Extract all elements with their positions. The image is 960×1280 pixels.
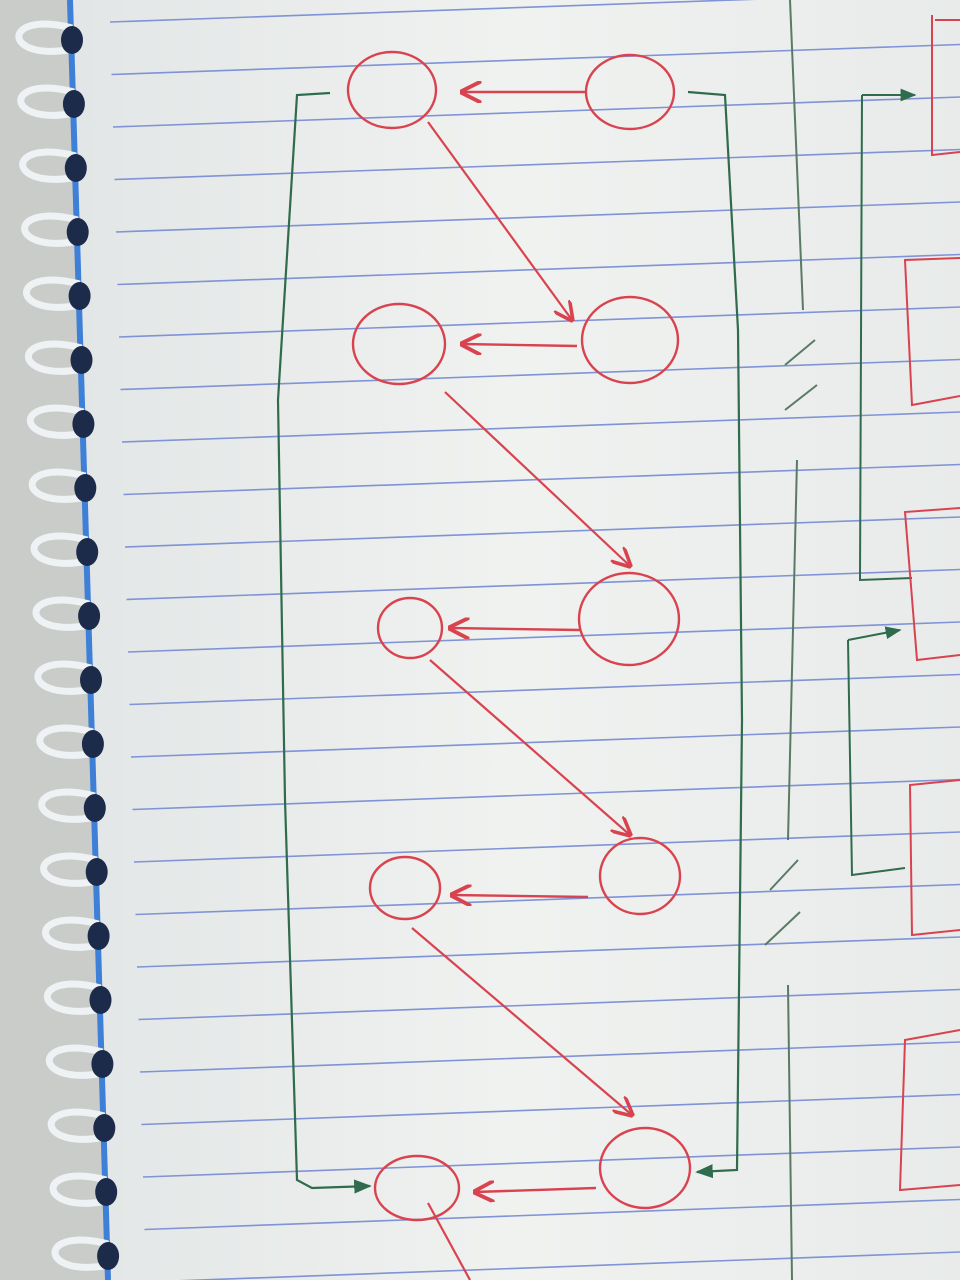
ruled-line <box>136 936 960 968</box>
spiral-ring <box>38 788 106 823</box>
ruled-line <box>130 726 960 758</box>
spiral-ring <box>26 404 95 439</box>
ruled-line <box>139 1041 960 1073</box>
ruled-lines <box>109 0 960 1280</box>
ruled-line <box>111 43 960 76</box>
node-right-2: 2 <box>580 295 680 385</box>
node-right-4: 4 <box>598 836 682 916</box>
spiral-ring <box>24 340 93 375</box>
spiral-ring <box>21 212 89 247</box>
node-left-3: 3 <box>376 596 444 660</box>
node-right-5: 5 <box>598 1126 692 1210</box>
ruled-line <box>132 778 960 811</box>
ruled-line <box>178 1251 960 1280</box>
node-right-1: 1 <box>584 53 676 131</box>
spiral-ring <box>43 980 112 1015</box>
ruled-line <box>114 148 960 181</box>
spiral-ring <box>34 660 102 695</box>
ruled-line <box>144 1198 960 1231</box>
ruled-line <box>142 1146 960 1178</box>
node-left-1: 1 <box>346 50 438 130</box>
spiral-ring <box>51 1236 120 1271</box>
ruled-line <box>126 568 960 601</box>
spiral-rings <box>15 20 120 1271</box>
node-left-5: 5 <box>373 1154 461 1222</box>
ruled-line <box>120 358 960 391</box>
ruled-line <box>133 831 960 863</box>
ruled-line <box>109 0 757 23</box>
spiral-ring <box>19 148 87 183</box>
node-right-3: 3 <box>577 571 681 667</box>
node-left-4: 4 <box>368 855 442 921</box>
spiral-ring <box>28 468 97 503</box>
ruled-line <box>123 463 960 496</box>
ruled-line <box>127 621 960 653</box>
ruled-line <box>117 253 960 286</box>
spiral-ring <box>32 596 101 631</box>
ruled-line <box>115 201 960 233</box>
graph-nodes: 1 1 2 2 3 3 4 4 <box>346 50 692 1222</box>
spiral-ring <box>17 84 85 119</box>
spiral-ring <box>36 724 104 759</box>
notebook-page <box>70 0 960 1280</box>
spiral-ring <box>49 1172 118 1207</box>
spiral-ring <box>45 1044 114 1079</box>
spiral-ring <box>15 20 83 55</box>
spiral-ring <box>40 852 108 887</box>
column-divider <box>764 0 818 1280</box>
node-left-2: 2 <box>351 302 447 386</box>
ruled-line <box>121 411 960 443</box>
ruled-line <box>141 1093 960 1126</box>
spiral-ring <box>42 916 110 951</box>
horizontal-edges <box>450 92 597 1192</box>
ruled-line <box>124 516 960 548</box>
ruled-line <box>138 988 960 1021</box>
ruled-line <box>112 96 960 128</box>
ruled-line <box>135 883 960 916</box>
green-loop <box>276 90 744 1194</box>
diagonal-edges <box>411 121 632 1280</box>
spiral-ring <box>47 1108 116 1143</box>
spiral-ring <box>23 276 91 311</box>
ruled-line <box>129 673 960 706</box>
spiral-ring <box>30 532 99 567</box>
ruled-line <box>118 306 960 338</box>
right-partial-sketch <box>847 15 960 1192</box>
